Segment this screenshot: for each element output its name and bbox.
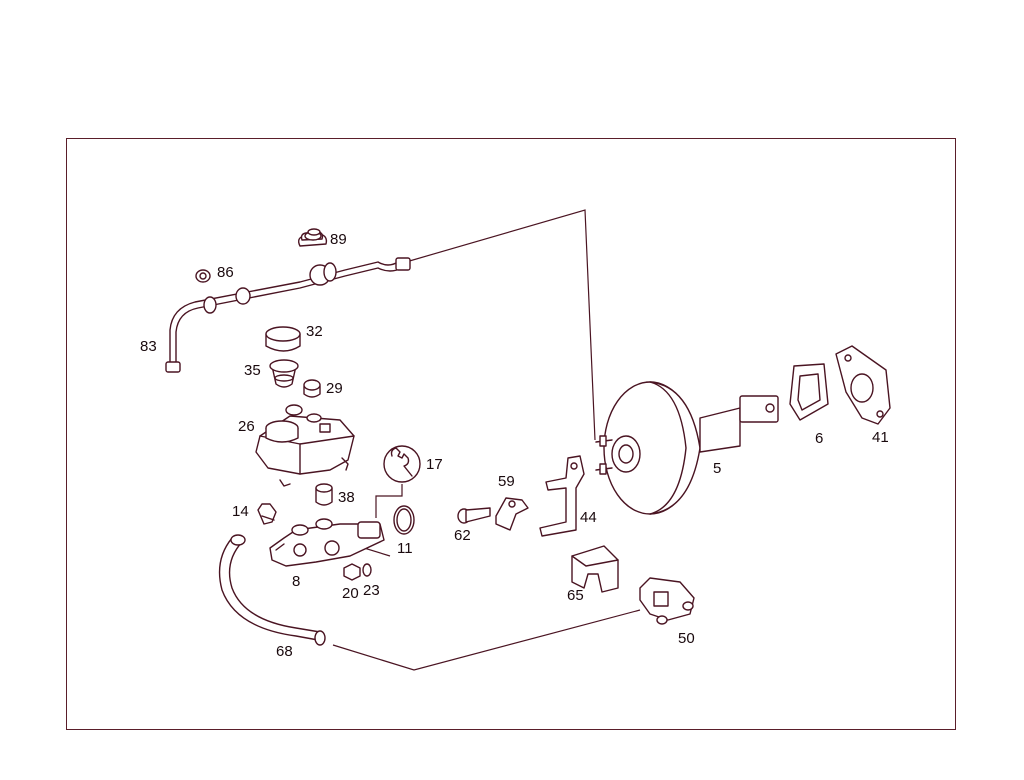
fluid-reservoir-26-icon xyxy=(255,404,355,487)
label-23: 23 xyxy=(363,582,380,599)
grommet-86-icon xyxy=(195,269,211,283)
label-17: 17 xyxy=(426,456,443,473)
label-59: 59 xyxy=(498,473,515,490)
label-14: 14 xyxy=(232,503,249,520)
o-ring-11-icon xyxy=(393,505,415,535)
label-62: 62 xyxy=(454,527,471,544)
label-6: 6 xyxy=(815,430,823,447)
vacuum-sensor-50-icon xyxy=(639,577,695,625)
seal-38-icon xyxy=(315,483,333,506)
nut-20-icon xyxy=(343,563,361,581)
brake-pipe-83-icon xyxy=(165,257,411,373)
label-44: 44 xyxy=(580,509,597,526)
washer-23-icon xyxy=(362,563,372,577)
plug-29-icon xyxy=(303,379,321,398)
leader-line-17-11 xyxy=(375,484,403,518)
label-35: 35 xyxy=(244,362,261,379)
label-68: 68 xyxy=(276,643,293,660)
label-5: 5 xyxy=(713,460,721,477)
label-65: 65 xyxy=(567,587,584,604)
boot-89-icon xyxy=(297,228,328,247)
mount-65-icon xyxy=(571,545,619,593)
label-26: 26 xyxy=(238,418,255,435)
leader-line-hose-to-sensor xyxy=(332,609,641,671)
label-50: 50 xyxy=(678,630,695,647)
master-cylinder-8-icon xyxy=(269,518,385,567)
leader-line-booster-to-pipe xyxy=(405,209,596,441)
cap-14-icon xyxy=(257,503,277,525)
hose-68-icon xyxy=(218,534,326,646)
clip-59-icon xyxy=(495,497,529,531)
spacer-plate-41-icon xyxy=(835,345,891,425)
bolt-62-icon xyxy=(457,507,491,524)
label-11: 11 xyxy=(397,540,413,557)
label-41: 41 xyxy=(872,429,889,446)
label-38: 38 xyxy=(338,489,355,506)
reservoir-cap-32-icon xyxy=(265,326,301,352)
wrench-17-icon xyxy=(383,445,421,483)
label-29: 29 xyxy=(326,380,343,397)
bracket-44-icon xyxy=(539,455,585,537)
label-89: 89 xyxy=(330,231,347,248)
label-8: 8 xyxy=(292,573,300,590)
label-20: 20 xyxy=(342,585,359,602)
label-83: 83 xyxy=(140,338,157,355)
label-32: 32 xyxy=(306,323,323,340)
label-86: 86 xyxy=(217,264,234,281)
brake-booster-5-icon xyxy=(595,381,779,515)
diagram-frame xyxy=(66,138,956,730)
strainer-35-icon xyxy=(269,359,299,388)
gasket-6-icon xyxy=(789,363,829,421)
